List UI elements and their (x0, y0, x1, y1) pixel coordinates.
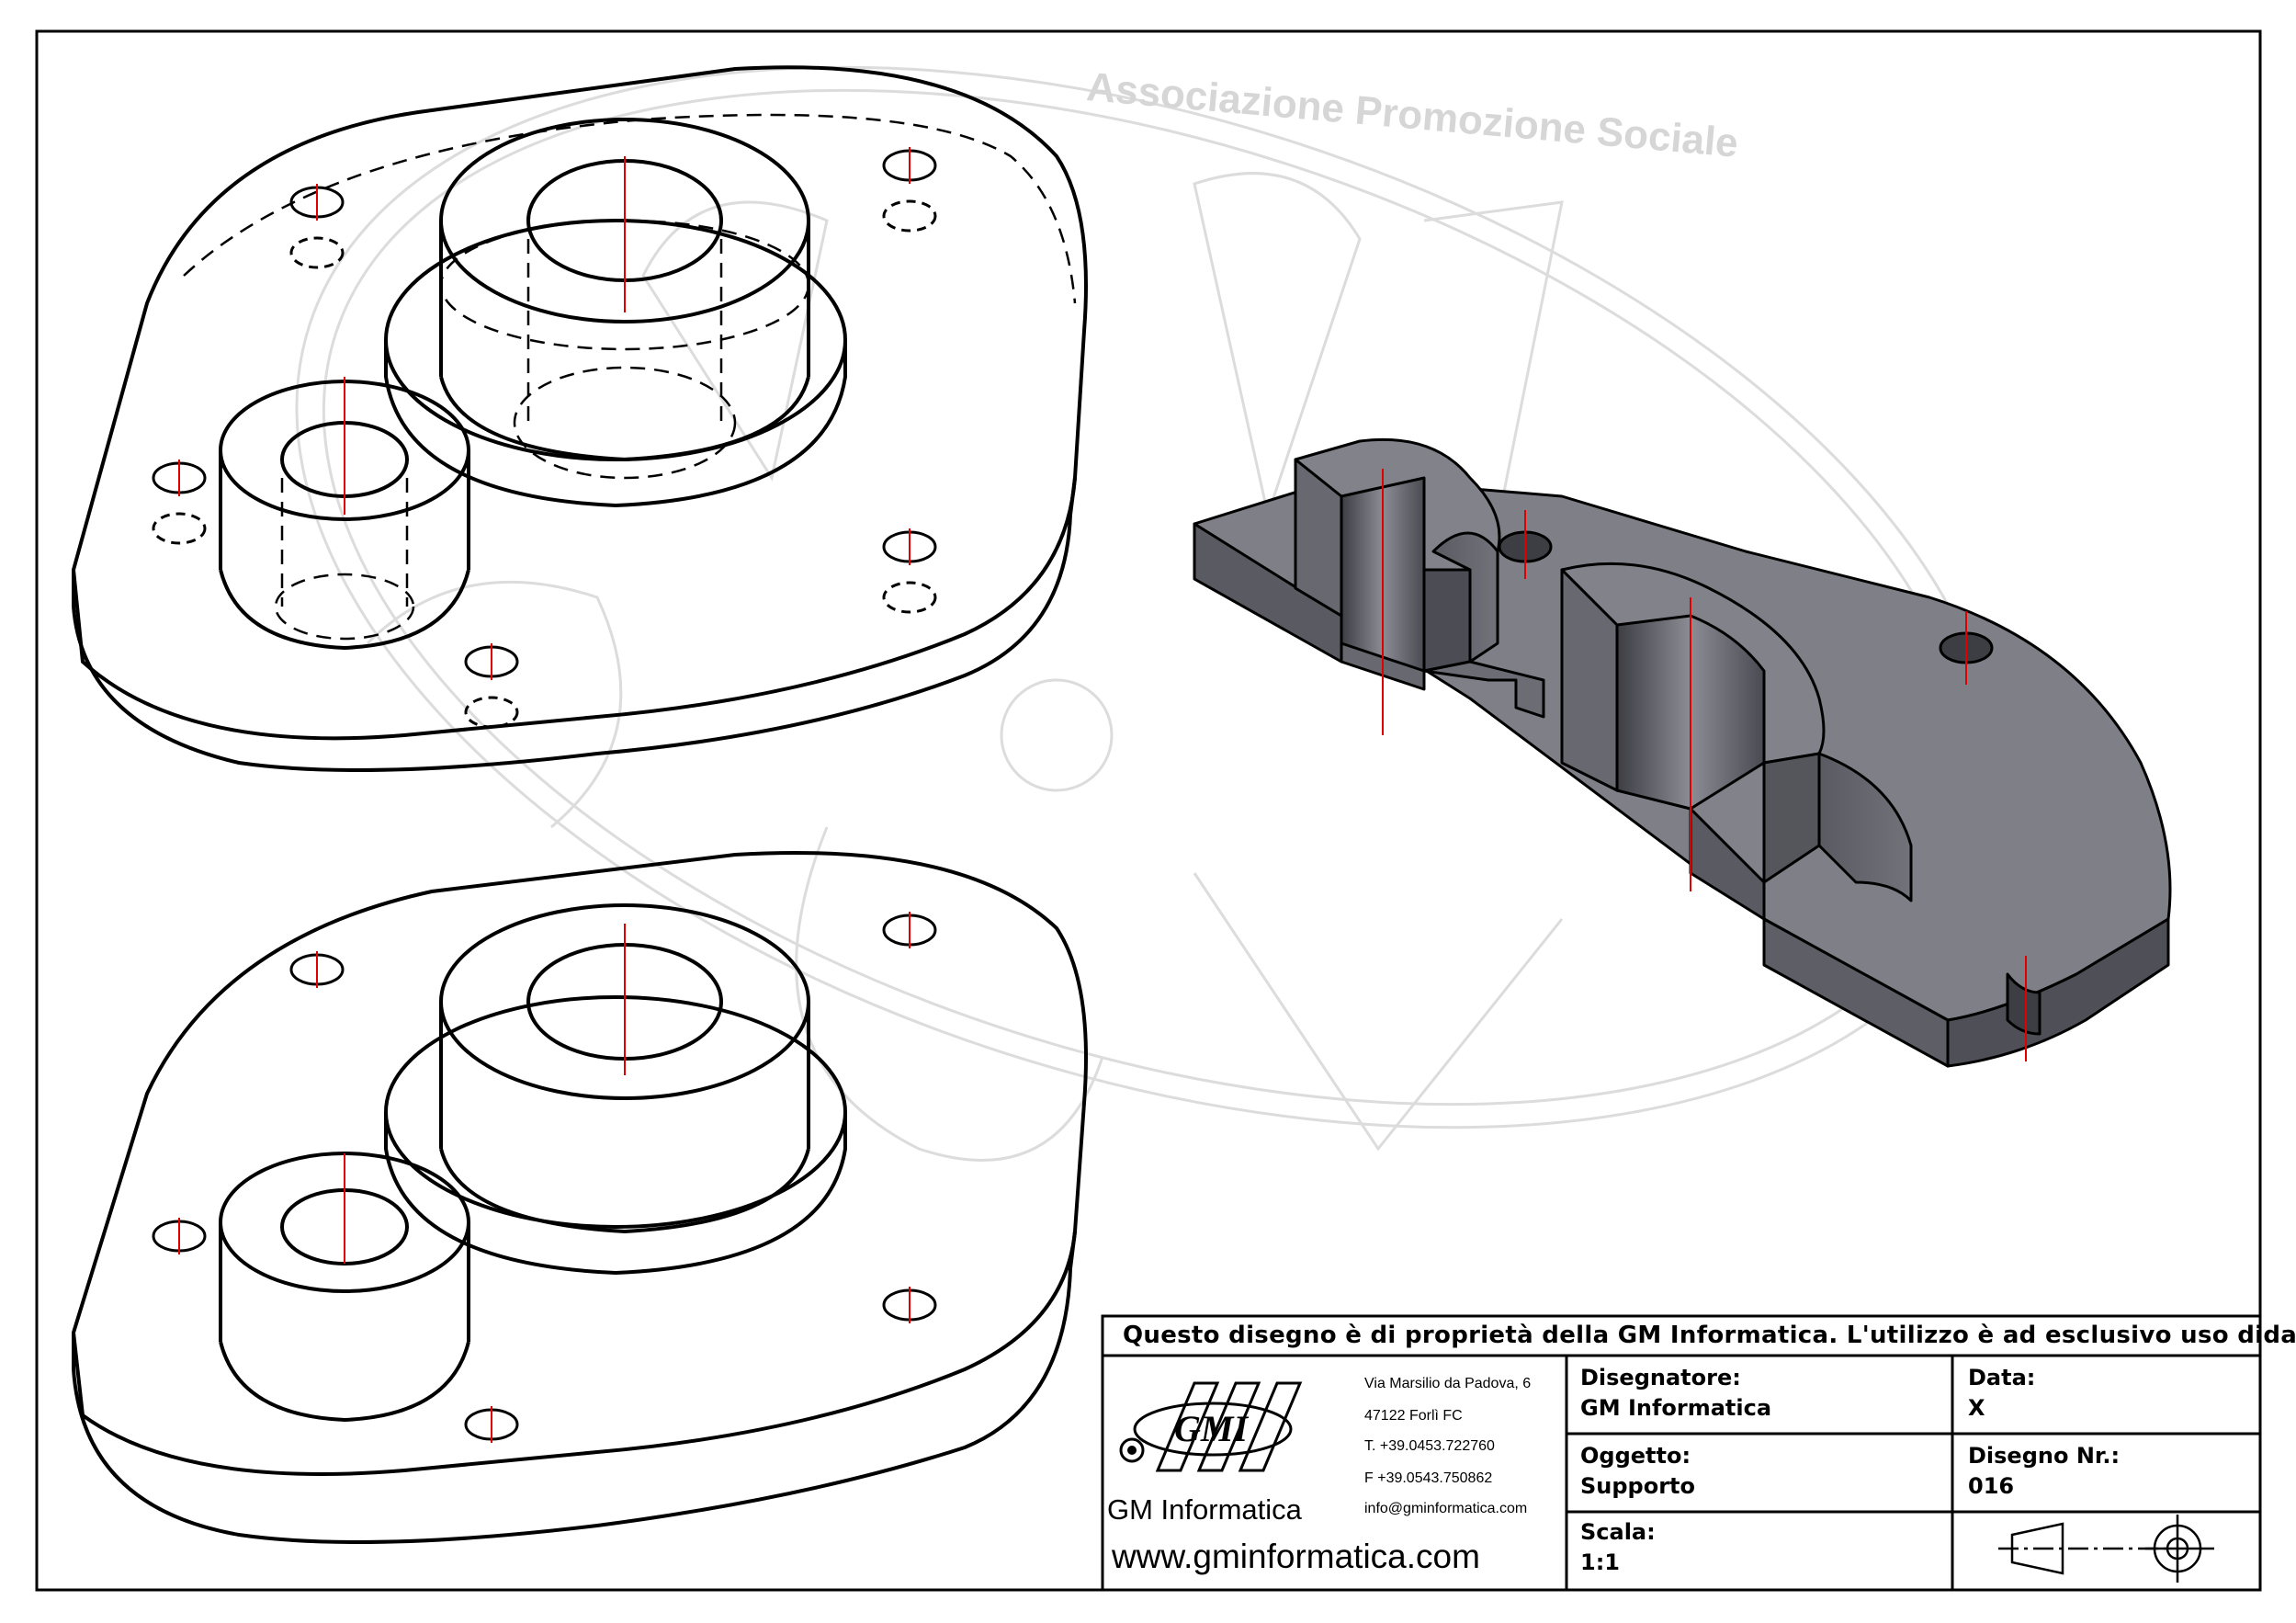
company-fax: F +39.0543.750862 (1364, 1470, 1493, 1486)
scale-value: 1:1 (1580, 1549, 1620, 1575)
drawing-number-label: Disegno Nr.: (1968, 1443, 2121, 1469)
company-address-line1: Via Marsilio da Padova, 6 (1364, 1376, 1532, 1391)
hidden-view-centerlines (178, 147, 910, 680)
shaded-view-centerlines (1382, 469, 2027, 1061)
shaded-section-view (1193, 437, 2172, 1068)
visible-line-view (71, 850, 1088, 1544)
ownership-notice: Questo disegno è di proprietà della GM I… (1123, 1322, 2296, 1349)
date-label: Data: (1968, 1365, 2036, 1390)
scale-label: Scala: (1580, 1519, 1656, 1545)
designer-label: Disegnatore: (1580, 1365, 1741, 1390)
title-block-grid (1101, 1314, 2262, 1592)
drawing-number-value: 016 (1968, 1473, 2015, 1499)
first-angle-projection-icon (1998, 1515, 2214, 1583)
gmi-logo: GMI (1119, 1381, 1303, 1472)
date-value: X (1968, 1395, 1985, 1421)
company-name: GM Informatica (1107, 1493, 1302, 1526)
designer-value: GM Informatica (1580, 1395, 1772, 1421)
company-email[interactable]: info@gminformatica.com (1364, 1501, 1528, 1516)
visible-view-centerlines (178, 912, 910, 1443)
hidden-line-view (71, 65, 1088, 772)
object-value: Supporto (1580, 1473, 1696, 1499)
company-address-line2: 47122 Forlì FC (1364, 1408, 1463, 1424)
logo-text: GMI (1174, 1408, 1249, 1449)
object-label: Oggetto: (1580, 1443, 1691, 1469)
company-website[interactable]: www.gminformatica.com (1112, 1538, 1480, 1575)
company-phone: T. +39.0453.722760 (1364, 1438, 1495, 1454)
